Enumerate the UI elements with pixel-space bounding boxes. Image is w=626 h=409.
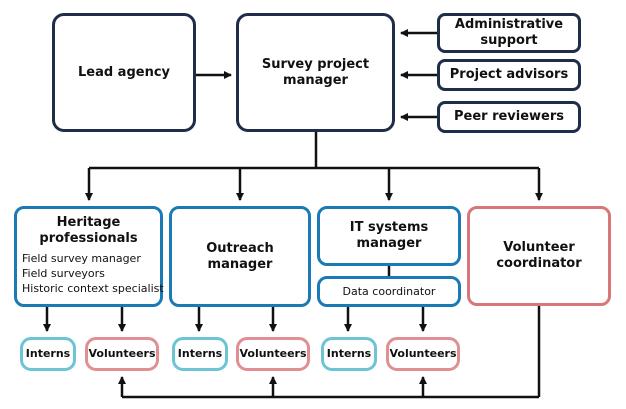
lead-agency-box: Lead agency xyxy=(52,13,196,132)
volunteers-label: Volunteers xyxy=(239,347,307,360)
heritage-title-2: professionals xyxy=(39,231,138,246)
volunteer-coordinator-box: Volunteer coordinator xyxy=(467,206,611,306)
project-advisors-label: Project advisors xyxy=(449,67,569,82)
admin-support-box: Administrative support xyxy=(437,13,581,53)
volunteers-pill-data: Volunteers xyxy=(386,337,460,371)
project-advisors-box: Project advisors xyxy=(437,59,581,91)
interns-pill-outreach: Interns xyxy=(172,337,228,371)
it-systems-manager-box: IT systems manager xyxy=(317,206,461,266)
survey-manager-box: Survey project manager xyxy=(236,13,395,132)
volunteers-label: Volunteers xyxy=(88,347,156,360)
survey-manager-label-2: manager xyxy=(283,72,348,88)
volunteer-coordinator-label-1: Volunteer xyxy=(503,240,575,255)
data-coordinator-label: Data coordinator xyxy=(342,284,436,298)
interns-pill-data: Interns xyxy=(321,337,377,371)
heritage-professionals-box: Heritage professionals Field survey mana… xyxy=(14,206,164,307)
heritage-title-1: Heritage xyxy=(56,215,121,230)
data-coordinator-box: Data coordinator xyxy=(317,276,461,307)
outreach-label-2: manager xyxy=(207,256,273,272)
peer-reviewers-box: Peer reviewers xyxy=(437,101,581,133)
interns-pill-heritage: Interns xyxy=(20,337,76,371)
lead-agency-label: Lead agency xyxy=(77,64,171,80)
admin-support-label-2: support xyxy=(480,33,538,48)
interns-label: Interns xyxy=(326,347,372,360)
heritage-items: Field survey manager Field surveyors His… xyxy=(17,251,164,296)
volunteers-label: Volunteers xyxy=(389,347,457,360)
heritage-item: Historic context specialist xyxy=(22,282,164,295)
it-systems-label-2: manager xyxy=(356,236,422,251)
volunteers-pill-heritage: Volunteers xyxy=(85,337,159,371)
outreach-label-1: Outreach xyxy=(206,240,274,256)
outreach-manager-box: Outreach manager xyxy=(169,206,311,307)
survey-manager-label-1: Survey project xyxy=(261,56,370,72)
heritage-item: Field surveyors xyxy=(22,267,105,280)
volunteer-coordinator-label-2: coordinator xyxy=(496,256,582,271)
volunteers-pill-outreach: Volunteers xyxy=(236,337,310,371)
interns-label: Interns xyxy=(177,347,223,360)
admin-support-label-1: Administrative xyxy=(454,17,564,32)
it-systems-label-1: IT systems xyxy=(349,220,429,235)
interns-label: Interns xyxy=(25,347,71,360)
peer-reviewers-label: Peer reviewers xyxy=(453,109,565,124)
heritage-item: Field survey manager xyxy=(22,252,141,265)
